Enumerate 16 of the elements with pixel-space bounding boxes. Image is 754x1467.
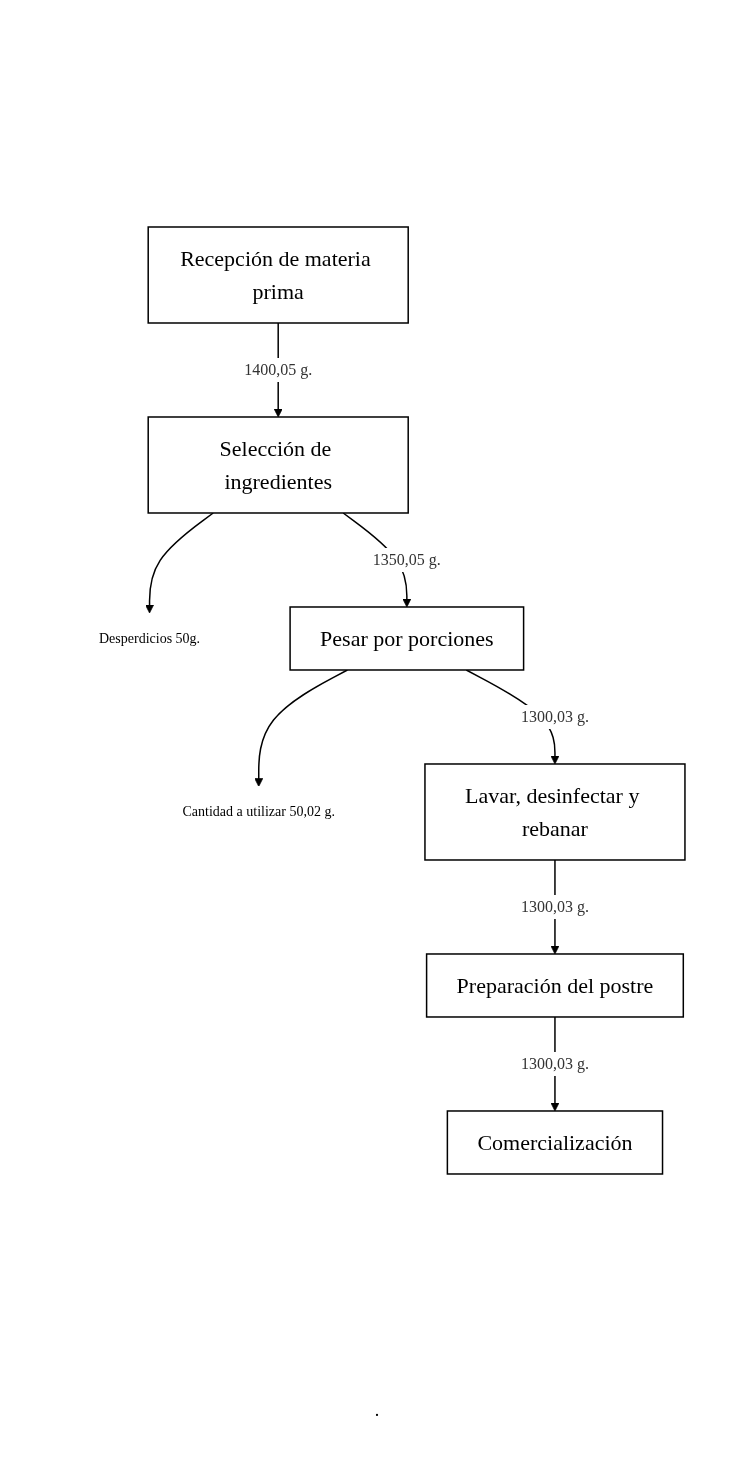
node-text: Desperdicios 50g. bbox=[99, 630, 201, 646]
arrow bbox=[145, 511, 214, 613]
node-box: Lavar, desinfectar y rebanar bbox=[424, 762, 686, 861]
node-box: Comercialización bbox=[446, 1109, 664, 1175]
arrow bbox=[254, 668, 349, 787]
node-box: Recepción de materia prima bbox=[147, 225, 409, 324]
edge-label: 1400,05 g. bbox=[244, 360, 313, 378]
node-box: Preparación del postre bbox=[425, 952, 685, 1018]
node-box: Selección de ingredientes bbox=[147, 415, 409, 514]
edge-label: 1300,03 g. bbox=[520, 707, 589, 725]
note-text: . bbox=[374, 1400, 380, 1420]
edge-label: 1350,05 g. bbox=[372, 550, 441, 568]
node-box: Pesar por porciones bbox=[289, 605, 525, 671]
node-text: Cantidad a utilizar 50,02 g. bbox=[182, 803, 335, 819]
edge-label: 1300,03 g. bbox=[520, 897, 589, 915]
edge-label: 1300,03 g. bbox=[520, 1054, 589, 1072]
